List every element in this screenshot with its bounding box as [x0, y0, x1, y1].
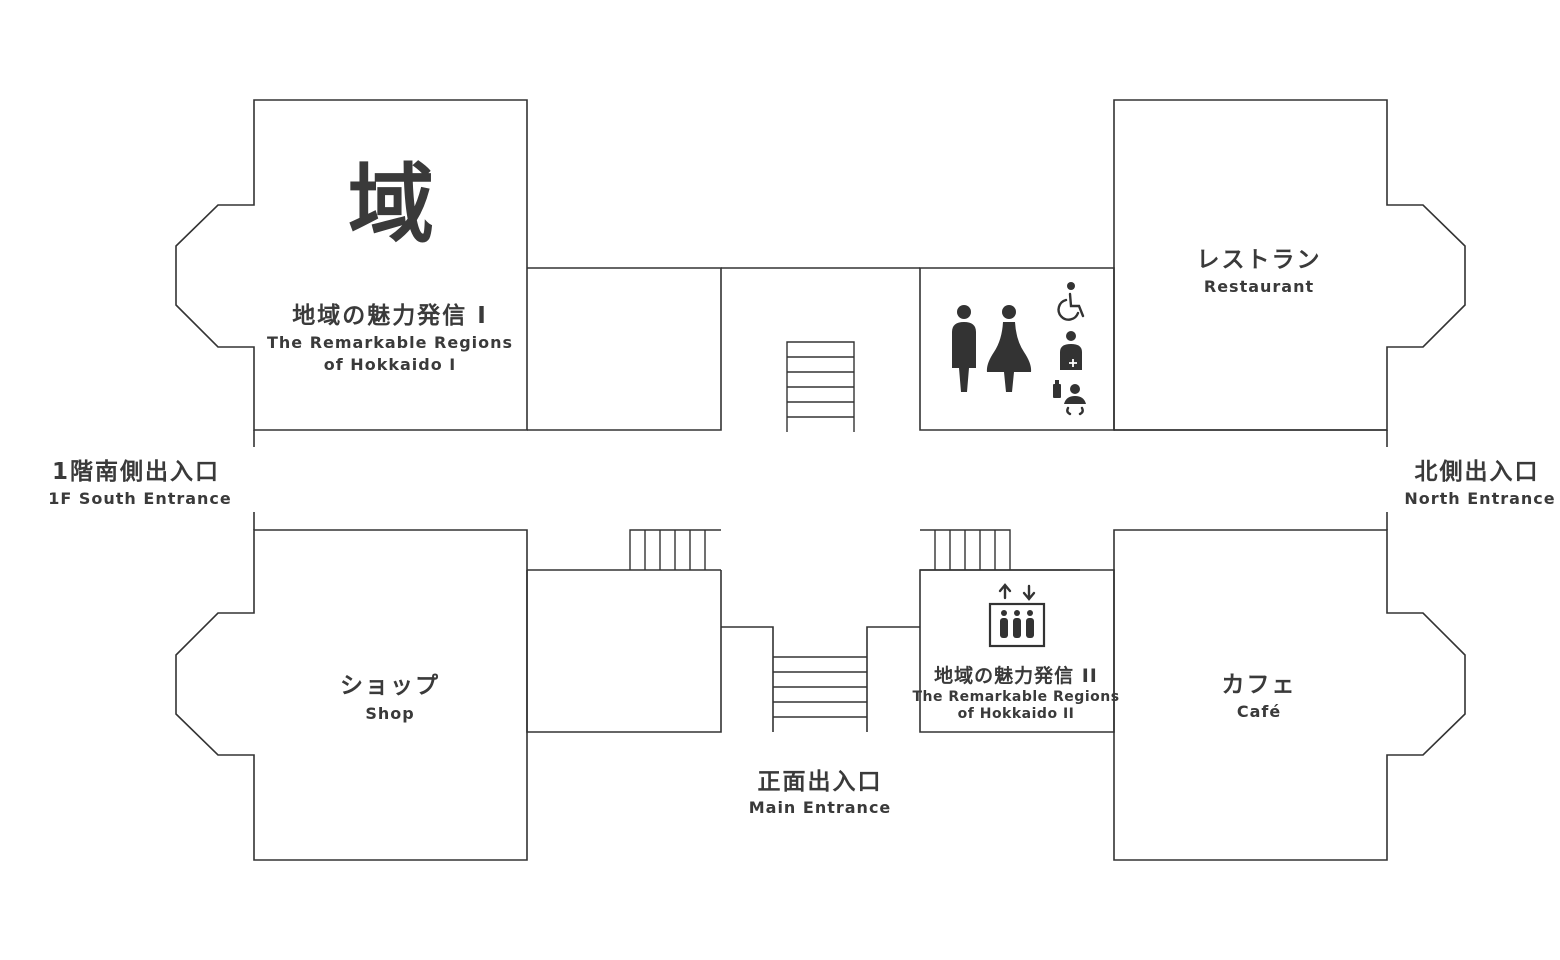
lower-annex-room	[526, 570, 722, 733]
regions-2-title-jp: 地域の魅力発信 II	[934, 665, 1098, 687]
regions-1-title-en-line1: The Remarkable Regions	[266, 333, 514, 352]
main-entrance-label-en: Main Entrance	[748, 798, 892, 817]
regions-2-title-en-line2: of Hokkaido II	[957, 706, 1075, 722]
main-entrance-wall-left	[721, 626, 774, 732]
wheelchair-icon	[1057, 282, 1085, 321]
shop-title-en: Shop	[365, 704, 415, 723]
left-corridor-steps	[629, 529, 721, 570]
shop-title-jp: ショップ	[340, 673, 440, 699]
regions-1-glyph: 域	[348, 155, 434, 255]
elevator-icon	[988, 583, 1046, 648]
south-entrance-label-jp: 1階南側出入口	[51, 459, 221, 485]
regions-2-title-en-line1: The Remarkable Regions	[912, 689, 1120, 705]
main-entrance-label-jp: 正面出入口	[757, 769, 883, 795]
central-staircase	[786, 341, 855, 432]
north-entrance-label-en: North Entrance	[1404, 489, 1556, 508]
main-entrance-wall-right	[866, 626, 920, 732]
restaurant-title-en: Restaurant	[1203, 277, 1315, 296]
room-regions-1[interactable]	[175, 99, 528, 431]
man-icon	[952, 305, 976, 392]
room-shop[interactable]	[175, 529, 528, 861]
cafe-title-en: Café	[1236, 702, 1282, 721]
room-cafe[interactable]	[1113, 529, 1466, 861]
north-entrance-label-jp: 北側出入口	[1414, 459, 1540, 485]
upper-annex-room	[527, 267, 722, 431]
right-corridor-steps	[920, 529, 1011, 570]
multipurpose-toilet-icon	[1060, 331, 1082, 370]
restaurant-title-jp: レストラン	[1196, 247, 1322, 273]
baby-care-icon	[1053, 380, 1086, 416]
main-entrance-steps	[773, 656, 867, 718]
cafe-title-jp: カフェ	[1221, 672, 1297, 698]
regions-1-title-jp: 地域の魅力発信 I	[292, 303, 488, 329]
woman-icon	[986, 305, 1032, 392]
south-entrance-label-en: 1F South Entrance	[48, 489, 232, 508]
room-regions-2[interactable]	[919, 569, 1115, 733]
regions-1-title-en-line2: of Hokkaido I	[323, 355, 457, 374]
